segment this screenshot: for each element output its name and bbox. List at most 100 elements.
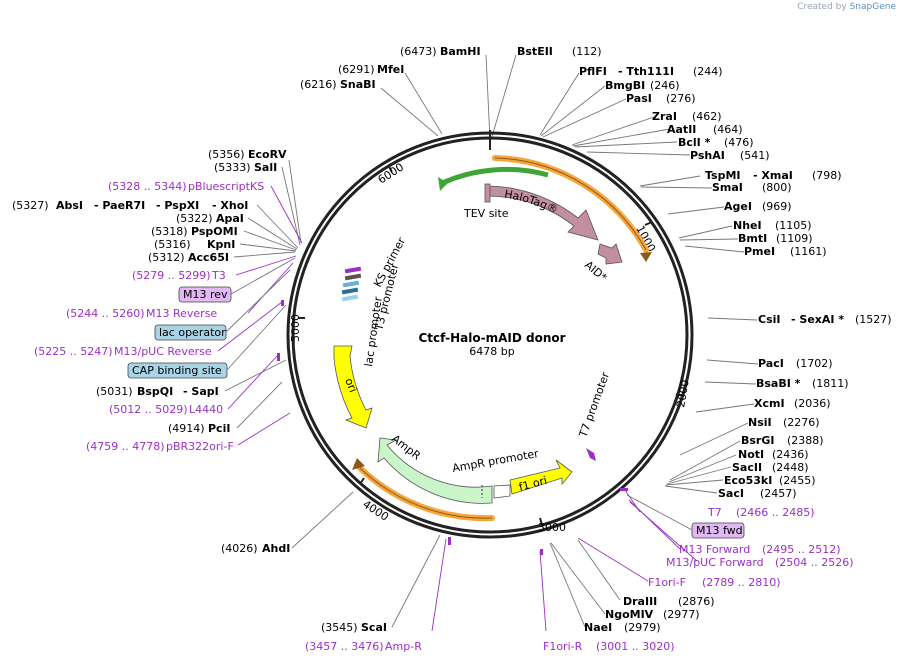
enzyme-smai: SmaI <box>712 181 743 194</box>
enzyme-pos-snabi: (6216) <box>300 78 337 91</box>
enzyme-nhei: NheI <box>733 219 762 232</box>
enzyme-paci: PacI <box>758 357 784 370</box>
enzyme-saci: SacI <box>718 487 744 500</box>
enzyme-pos-acc65i: (5312) <box>148 251 185 264</box>
primer-range-f1ori-f: (2789 .. 2810) <box>702 576 781 589</box>
enzyme-pos-ahdi: (4026) <box>221 542 258 555</box>
primer-range-t3: (5279 .. 5299) <box>132 269 211 282</box>
enzyme-pos-bsrgi: (2388) <box>787 434 824 447</box>
enzyme-pos-naei: (2979) <box>624 621 661 634</box>
enzyme-pos-bspqi: (5031) <box>96 385 133 398</box>
enzyme-pos-mfei: (6291) <box>338 63 375 76</box>
enzyme-pos-ecorv: (5356) <box>208 148 245 161</box>
primer-f1ori-r: F1ori-R <box>543 640 583 653</box>
enzyme-apai: ApaI <box>216 212 244 225</box>
enzyme-pos-bstEII: (112) <box>572 45 602 58</box>
ori-label: ori <box>342 376 359 394</box>
tev-region-arc <box>438 166 549 187</box>
enzyme-xhoi: - XhoI <box>212 199 248 212</box>
enzyme-ngomiv: NgoMIV <box>605 608 654 621</box>
enzyme-snabi: SnaBI <box>340 78 376 91</box>
enzyme-pos-ngomiv: (2977) <box>663 608 700 621</box>
enzyme-bsrgi: BsrGI <box>741 434 774 447</box>
enzyme-pos-pflfi: (244) <box>693 65 723 78</box>
ampr-promoter-label: AmpR promoter <box>451 447 540 475</box>
enzyme-mfei: MfeI <box>377 63 404 76</box>
primer-range-m13-puc-reverse: (5225 .. 5247) <box>34 345 113 358</box>
enzyme-pos-pmei: (1161) <box>790 245 827 258</box>
enzyme-pos-aatii: (464) <box>713 123 743 136</box>
enzyme-pos-tspmi: (798) <box>812 169 842 182</box>
primer-pbr322ori-f: pBR322ori-F <box>166 440 234 453</box>
orf-arrowhead-halotag <box>640 252 652 262</box>
primer-pbluescriptks: pBluescriptKS <box>188 180 264 193</box>
primer-marks <box>277 300 628 555</box>
enzyme-bcli: BclI * <box>678 136 711 149</box>
cap-binding-site-label: CAP binding site <box>132 364 222 377</box>
tick-label-2000: 2000 <box>674 379 692 409</box>
enzyme-tspmi: TspMI <box>705 169 741 182</box>
primer-labels: (5328 .. 5344) pBluescriptKS (5279 .. 52… <box>34 180 854 653</box>
tick-marks <box>298 130 684 526</box>
halotag-feature <box>487 185 599 241</box>
enzyme-agei: AgeI <box>724 200 752 213</box>
primer-range-m13-reverse: (5244 .. 5260) <box>66 307 145 320</box>
enzyme-pos-draiii: (2876) <box>678 595 715 608</box>
primer-range-m13-forward: (2495 .. 2512) <box>762 543 841 556</box>
primer-l4440: L4440 <box>189 403 223 416</box>
halotag-label: HaloTag® <box>503 188 559 217</box>
primer-t7: T7 <box>707 506 722 519</box>
enzyme-pos-eco53ki: (2455) <box>779 474 816 487</box>
enzyme-pos-csii: (1527) <box>855 313 892 326</box>
m13-rev-box <box>178 286 232 303</box>
tev-site-label: TEV site <box>463 207 509 220</box>
enzyme-pos-sacii: (2448) <box>772 461 809 474</box>
enzyme-absi: AbsI <box>56 199 83 212</box>
enzyme-pos-bcli: (476) <box>724 136 754 149</box>
primer-range-pbr322ori-f: (4759 .. 4778) <box>86 440 165 453</box>
enzyme-paer7i: - PaeR7I <box>94 199 145 212</box>
primer-t3: T3 <box>211 269 226 282</box>
enzyme-draiii: DraIII <box>623 595 657 608</box>
orf-arc-ampr-inner <box>356 464 493 519</box>
m13-fwd-box <box>691 522 745 539</box>
primer-leader-lines <box>217 185 698 632</box>
enzyme-pos-noti: (2436) <box>772 448 809 461</box>
enzyme-pos-apai: (5322) <box>176 212 213 225</box>
enzyme-zrai: ZraI <box>652 110 677 123</box>
lac-operator-box <box>154 324 227 341</box>
credit-prefix: Created by <box>797 2 847 12</box>
primer-range-f1ori-r: (3001 .. 3020) <box>596 640 675 653</box>
enzyme-pasi: PasI <box>626 92 652 105</box>
enzyme-scai: ScaI <box>361 621 387 634</box>
enzyme-pos-pasi: (276) <box>666 92 696 105</box>
enzyme-pflfi: PflFI <box>579 65 607 78</box>
enzyme-pspomi: PspOMI <box>191 225 238 238</box>
enzyme-csii: CsiI <box>758 313 780 326</box>
tev-region-arrowhead <box>438 177 448 191</box>
snapgene-logo-text: SnapGene <box>849 2 896 12</box>
enzyme-pos-scai: (3545) <box>321 621 358 634</box>
enzyme-pmei: PmeI <box>744 245 775 258</box>
enzyme-acc65i: Acc65I <box>188 251 229 264</box>
ks-t3-features <box>341 266 362 302</box>
f1-ori-feature <box>509 459 573 495</box>
enzyme-bmti: BmtI <box>738 232 767 245</box>
orf-arrowhead-ampr <box>352 458 365 470</box>
enzyme-pos-bmti: (1109) <box>776 232 813 245</box>
enzyme-pos-pcii: (4914) <box>168 422 205 435</box>
cap-binding-site-box <box>127 362 228 379</box>
tev-site-marker <box>484 183 491 203</box>
primer-range-m13-puc-forward: (2504 .. 2526) <box>775 556 854 569</box>
primer-m13-forward: M13 Forward <box>679 543 750 556</box>
tick-label-5000: 5000 <box>289 314 302 342</box>
enzyme-pos-kpni: (5316) <box>154 238 191 251</box>
enzyme-naei: NaeI <box>584 621 612 634</box>
plasmid-size: 6478 bp <box>469 345 514 358</box>
primer-f1ori-f: F1ori-F <box>648 576 686 589</box>
enzyme-pshai: PshAI <box>690 149 725 162</box>
snapgene-credit: Created by SnapGene <box>797 2 896 12</box>
enzyme-pos-bsabi: (1811) <box>812 377 849 390</box>
enzyme-kpni: KpnI <box>207 238 235 251</box>
